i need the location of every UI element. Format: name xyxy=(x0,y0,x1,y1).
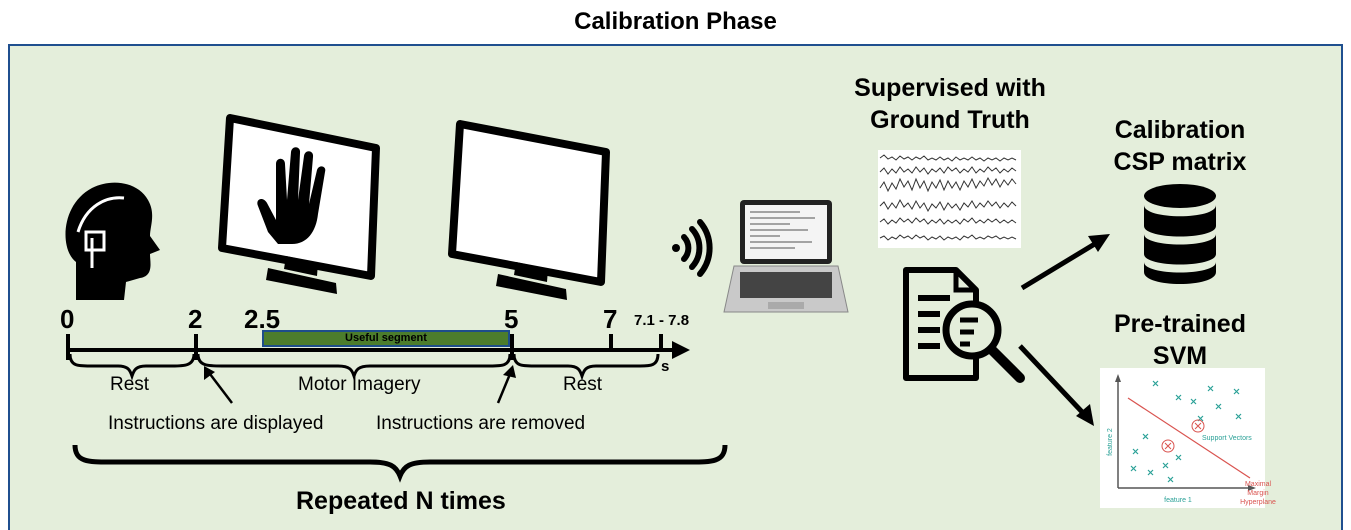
tick-2-5: 2.5 xyxy=(244,304,281,334)
phase-rest-1: Rest xyxy=(110,374,150,395)
csp-line1: Calibration xyxy=(1114,116,1246,144)
svm-heading: Pre-trained SVM xyxy=(1100,308,1260,372)
phase-rest-2: Rest xyxy=(563,374,603,395)
timeline-axis xyxy=(66,334,690,360)
braces xyxy=(68,353,728,483)
diagram-title: Calibration Phase xyxy=(574,8,777,35)
phase-motor-imagery: Motor Imagery xyxy=(298,374,421,395)
csp-line2: CSP matrix xyxy=(1113,148,1247,176)
tick-7-1-7-8: 7.1 - 7.8 xyxy=(634,312,690,329)
time-unit: s xyxy=(661,358,670,375)
instruction-arrows xyxy=(204,365,516,404)
repeat-label: Repeated N times xyxy=(296,487,506,515)
monitor-hand-icon xyxy=(218,114,380,294)
svm-support-vectors-label: Support Vectors xyxy=(1202,435,1252,442)
arrow-to-svm xyxy=(1018,344,1094,426)
laptop-icon xyxy=(723,200,849,313)
svm-hyperplane-line2: Margin xyxy=(1247,490,1269,497)
useful-segment: Useful segment xyxy=(262,330,510,347)
arrow-to-csp xyxy=(1020,234,1110,291)
tick-7: 7 xyxy=(603,304,618,334)
database-icon xyxy=(1144,184,1216,284)
user-head-icon xyxy=(65,182,160,300)
csp-heading: Calibration CSP matrix xyxy=(1100,114,1260,178)
annotation-instructions-displayed: Instructions are displayed xyxy=(108,413,324,434)
svm-plot: feature 2 feature 1 Support Vectors Maxi… xyxy=(1100,368,1276,508)
supervised-heading: Supervised with Ground Truth xyxy=(844,72,1056,136)
svm-hyperplane-line3: Hyperplane xyxy=(1240,499,1276,506)
wireless-signal-icon xyxy=(672,219,713,277)
svm-line1: Pre-trained xyxy=(1114,310,1246,338)
tick-0: 0 xyxy=(60,304,75,334)
eeg-signal-image xyxy=(878,150,1021,248)
svm-feature1-label: feature 1 xyxy=(1164,497,1192,504)
supervised-line2: Ground Truth xyxy=(870,106,1030,134)
supervised-line1: Supervised with xyxy=(854,74,1046,102)
tick-2: 2 xyxy=(188,304,203,334)
document-search-icon xyxy=(903,267,1025,383)
svm-feature2-label: feature 2 xyxy=(1107,428,1114,456)
svm-line2: SVM xyxy=(1152,342,1208,370)
tick-5: 5 xyxy=(504,304,519,334)
annotation-instructions-removed: Instructions are removed xyxy=(376,413,586,434)
monitor-blank-icon xyxy=(448,120,610,300)
svm-hyperplane-line1: Maximal xyxy=(1245,481,1272,488)
